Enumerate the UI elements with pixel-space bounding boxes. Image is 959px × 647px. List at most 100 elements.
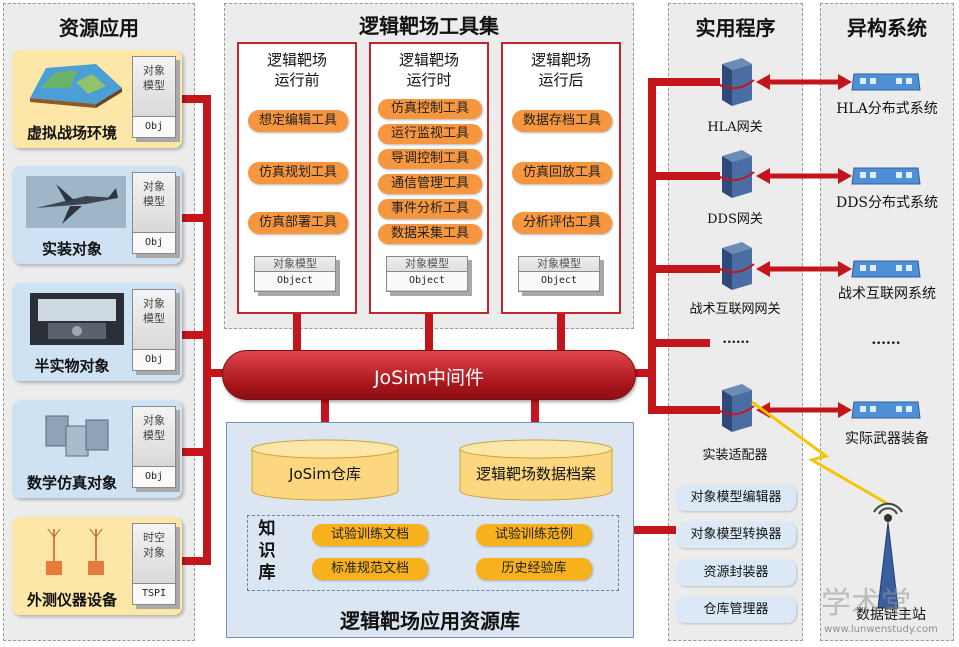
resource-label-math-simulation: 数学仿真对象 xyxy=(26,474,117,492)
antenna-icon xyxy=(34,525,124,581)
link-gateway-dds xyxy=(648,172,720,180)
bidirectional-arrow xyxy=(756,261,852,277)
system-label-dds: DDS分布式系统 xyxy=(835,195,939,211)
resource-label-virtual-battlefield: 虚拟战场环境 xyxy=(26,124,117,142)
tool-simulation-planning[interactable]: 仿真规划工具 xyxy=(248,162,348,184)
tool-directing-control[interactable]: 导调控制工具 xyxy=(378,149,482,169)
tool-group-title: 逻辑靶场 运行后 xyxy=(530,51,591,89)
link-left-bus-middleware xyxy=(203,369,233,377)
link-tool-3 xyxy=(557,312,565,352)
tool-data-collection[interactable]: 数据采集工具 xyxy=(378,224,482,244)
link-repo-utilities xyxy=(630,526,676,534)
knowledge-item-training-examples[interactable]: 试验训练范例 xyxy=(476,524,592,546)
knowledge-base: 知 识 库 试验训练文档 试验训练范例 标准规范文档 历史经验库 xyxy=(247,515,619,591)
bidirectional-arrow xyxy=(756,168,852,184)
bidirectional-arrow xyxy=(756,74,852,90)
server-icon xyxy=(717,384,755,432)
link-gateway-adapter xyxy=(648,406,720,414)
knowledge-base-label: 知 识 库 xyxy=(258,519,276,583)
radio-tower-icon xyxy=(873,502,903,609)
link-resource-5 xyxy=(180,557,210,565)
fighter-jet-image xyxy=(26,176,126,228)
gateway-label-dds: DDS网关 xyxy=(707,212,763,227)
resource-card-virtual-battlefield[interactable]: 虚拟战场环境 对象 模型 Obj xyxy=(12,50,182,148)
link-middleware-repo-1 xyxy=(321,398,329,438)
gateway-label-adapter: 实装适配器 xyxy=(702,448,768,463)
resource-label-measurement-instruments: 外测仪器设备 xyxy=(26,591,117,609)
system-label-tactical: 战术互联网系统 xyxy=(838,286,936,302)
server-cluster-icon xyxy=(42,412,112,462)
utilities-title: 实用程序 xyxy=(695,16,776,40)
resource-repository: 逻辑靶场应用资源库 JoSim仓库 逻辑靶场数据档案 知 识 库 试验训练文档 … xyxy=(226,422,634,638)
gateway-label-hla: HLA网关 xyxy=(707,120,763,135)
network-device-icon xyxy=(851,260,921,278)
watermark-text: 学术堂 xyxy=(821,586,911,621)
resource-card-hardware-in-loop[interactable]: 半实物对象 对象 模型 Obj xyxy=(12,283,182,381)
tool-group-pre-run: 逻辑靶场 运行前 想定编辑工具 仿真规划工具 仿真部署工具 对象模型 Objec… xyxy=(237,42,357,314)
object-model-cube: 对象模型 Object xyxy=(254,256,336,292)
cockpit-simulator-image xyxy=(30,293,124,345)
utility-repository-manager[interactable]: 仓库管理器 xyxy=(676,597,796,623)
left-bus-vertical xyxy=(203,95,211,565)
system-label-weapons: 实际武器装备 xyxy=(845,431,929,447)
middleware-bus: JoSim中间件 xyxy=(222,350,636,400)
tool-simulation-control[interactable]: 仿真控制工具 xyxy=(378,99,482,119)
object-model-cube: 对象模型 Object xyxy=(518,256,600,292)
knowledge-item-standards-docs[interactable]: 标准规范文档 xyxy=(312,558,428,580)
resource-object-model-tag: 对象 模型 Obj xyxy=(132,56,176,138)
resource-object-model-tag: 对象 模型 Obj xyxy=(132,406,176,488)
middleware-label: JoSim中间件 xyxy=(373,367,485,389)
utility-object-model-editor[interactable]: 对象模型编辑器 xyxy=(676,485,796,511)
tool-group-run-time: 逻辑靶场 运行时 仿真控制工具 运行监视工具 导调控制工具 通信管理工具 事件分… xyxy=(369,42,489,314)
tool-run-monitor[interactable]: 运行监视工具 xyxy=(378,124,482,144)
watermark-url: www.lunwenstudy.com xyxy=(824,624,938,635)
link-tool-1 xyxy=(293,312,301,352)
network-device-icon xyxy=(851,167,921,185)
network-device-icon xyxy=(851,73,921,91)
link-resource-1 xyxy=(180,95,210,103)
server-icon xyxy=(717,242,755,290)
data-archive-cylinder: 逻辑靶场数据档案 xyxy=(459,439,613,501)
wireless-link-bolt xyxy=(751,400,889,506)
link-gateway-tactical xyxy=(648,265,720,273)
resource-card-real-equipment[interactable]: 实装对象 对象 模型 Obj xyxy=(12,166,182,264)
tool-event-analysis[interactable]: 事件分析工具 xyxy=(378,199,482,219)
server-icon xyxy=(717,150,755,198)
network-device-icon xyxy=(851,401,921,419)
resource-object-model-tag: 对象 模型 Obj xyxy=(132,289,176,371)
data-link-station-label: 数据链主站 xyxy=(856,607,926,623)
link-resource-4 xyxy=(180,448,210,456)
repository-title: 逻辑靶场应用资源库 xyxy=(340,609,520,633)
tool-group-title: 逻辑靶场 运行时 xyxy=(398,51,459,89)
utility-object-model-converter[interactable]: 对象模型转换器 xyxy=(676,522,796,548)
resource-label-hardware-in-loop: 半实物对象 xyxy=(34,357,110,375)
link-tool-2 xyxy=(425,312,433,352)
tool-simulation-deployment[interactable]: 仿真部署工具 xyxy=(248,212,348,234)
tool-group-post-run: 逻辑靶场 运行后 数据存档工具 仿真回放工具 分析评估工具 对象模型 Objec… xyxy=(501,42,621,314)
link-resource-2 xyxy=(180,214,210,222)
heterogeneous-title: 异构系统 xyxy=(847,16,927,40)
system-ellipsis: ...... xyxy=(871,332,901,348)
resource-card-math-simulation[interactable]: 数学仿真对象 对象 模型 Obj xyxy=(12,400,182,498)
link-middleware-right xyxy=(630,369,652,377)
tool-analysis-evaluation[interactable]: 分析评估工具 xyxy=(512,212,612,234)
object-model-cube: 对象模型 Object xyxy=(386,256,468,292)
josim-repository-cylinder: JoSim仓库 xyxy=(251,439,399,501)
link-gateway-hla xyxy=(648,78,720,86)
link-resource-3 xyxy=(180,331,210,339)
utility-resource-wrapper[interactable]: 资源封装器 xyxy=(676,560,796,586)
terrain-image xyxy=(26,58,126,108)
tool-communication-management[interactable]: 通信管理工具 xyxy=(378,174,482,194)
link-middleware-repo-2 xyxy=(531,398,539,438)
resource-card-measurement-instruments[interactable]: 外测仪器设备 时空 对象 TSPI xyxy=(12,517,182,615)
tool-scenario-editor[interactable]: 想定编辑工具 xyxy=(248,110,348,132)
tool-group-title: 逻辑靶场 运行前 xyxy=(266,51,327,89)
link-gateway-ellipsis xyxy=(648,339,710,347)
knowledge-item-history-experience[interactable]: 历史经验库 xyxy=(476,558,592,580)
knowledge-item-training-docs[interactable]: 试验训练文档 xyxy=(312,524,428,546)
tool-data-archive[interactable]: 数据存档工具 xyxy=(512,110,612,132)
tools-title: 逻辑靶场工具集 xyxy=(359,14,499,38)
server-icon xyxy=(717,58,755,106)
tool-simulation-replay[interactable]: 仿真回放工具 xyxy=(512,162,612,184)
resource-object-model-tag: 对象 模型 Obj xyxy=(132,172,176,254)
